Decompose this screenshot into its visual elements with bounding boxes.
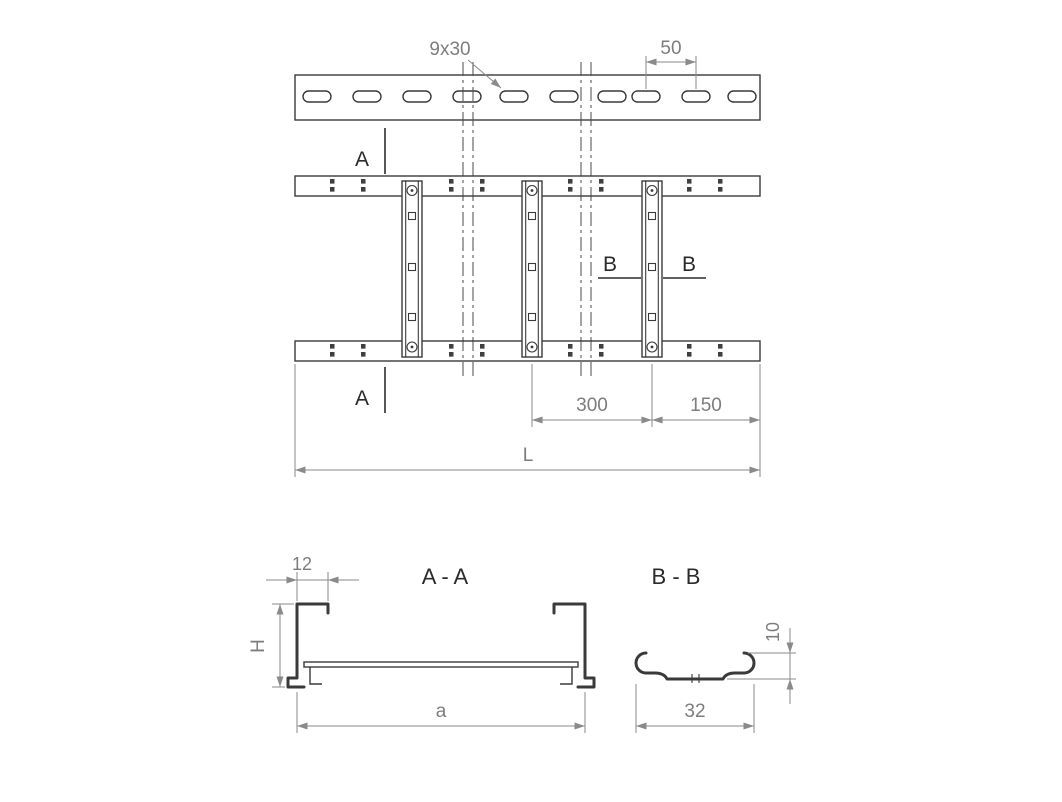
rail-slot [352, 90, 382, 103]
side-rail-top-view [294, 74, 761, 121]
ladder-plan-view [294, 175, 761, 362]
dimension-rung-width: 32 [635, 684, 755, 733]
rung-hole [647, 211, 657, 221]
rung-height-value: 10 [763, 622, 783, 642]
slot-pitch-value: 50 [660, 38, 681, 59]
rail-outline [294, 74, 761, 121]
rung-fastener [526, 184, 538, 197]
end-spacing-value: 150 [690, 395, 722, 416]
section-a-marker-bottom: A [355, 367, 386, 413]
rung-profile [634, 651, 756, 681]
section-bb-title: B - B [652, 564, 701, 589]
rail-slot [681, 90, 711, 103]
dimension-slot-pitch: 50 [645, 38, 697, 89]
dimension-rung-spacing: 300 [531, 364, 653, 427]
rung [401, 180, 423, 358]
rung-hole [527, 312, 537, 322]
rail-slots [302, 90, 757, 103]
leader-line [467, 59, 502, 89]
rung-hole [647, 312, 657, 322]
rung-elevation [303, 661, 579, 668]
rung-fastener-center [410, 189, 414, 192]
rail-slot [499, 90, 529, 103]
dimension-end-spacing: 150 [652, 364, 761, 477]
dimension-inner-width: a [296, 692, 586, 733]
rail-slot [727, 90, 757, 103]
rung-hole [407, 211, 417, 221]
callout-slot-size: 9x30 [429, 39, 502, 89]
rail-height-value: H [248, 639, 269, 653]
break-centerlines [462, 62, 592, 378]
inner-width-value: a [436, 701, 447, 722]
rung-body [521, 180, 543, 358]
rung-hole [407, 312, 417, 322]
rung-body [401, 180, 423, 358]
rung-fastener [526, 341, 538, 353]
flange-width-value: 12 [292, 554, 312, 574]
rung-hole [527, 211, 537, 221]
rung-width-value: 32 [684, 701, 705, 722]
rung-fastener [646, 341, 658, 353]
rung [641, 180, 663, 358]
rung-fastener-center [650, 345, 654, 349]
rung-hole [647, 262, 657, 272]
rung-end-tab [560, 667, 573, 685]
rung [521, 180, 543, 358]
rung-fastener-center [530, 345, 534, 349]
rung-fastener-center [410, 345, 414, 349]
rung-fastener [406, 341, 418, 353]
section-aa-view: A - A 12 H a [248, 554, 596, 733]
section-a-marker-top: A [355, 128, 386, 174]
rung-hole [407, 262, 417, 272]
rail-slot [631, 90, 661, 103]
rail-slot [402, 90, 432, 103]
section-b-marker: B B [598, 253, 706, 279]
section-b-right-label: B [682, 253, 696, 276]
section-bb-view: B - B 10 32 [634, 564, 796, 733]
rung-fastener [406, 184, 418, 197]
dimension-overall-length: L [294, 364, 760, 477]
rung-body [641, 180, 663, 358]
rung-fastener-center [530, 189, 534, 192]
rung-spacing-value: 300 [576, 395, 608, 416]
section-a-top-label: A [355, 148, 369, 171]
rail-slot [452, 90, 482, 103]
dimension-rail-height: H [248, 603, 294, 688]
right-rail-profile [552, 602, 596, 689]
dimension-flange-width: 12 [266, 554, 359, 601]
rail-slot [597, 90, 627, 103]
dimension-rung-height: 10 [727, 622, 796, 704]
rung-fastener [646, 184, 658, 197]
rail-slot [549, 90, 579, 103]
rung-hole [527, 262, 537, 272]
left-rail-profile [286, 602, 330, 689]
rung-fastener-center [650, 189, 654, 192]
rung-end-tab [309, 667, 322, 685]
section-a-bottom-label: A [355, 387, 369, 410]
section-b-left-label: B [603, 253, 617, 276]
rail-slot [302, 90, 332, 103]
slot-size-label: 9x30 [429, 39, 470, 60]
length-value: L [523, 445, 534, 466]
section-aa-title: A - A [422, 564, 469, 589]
